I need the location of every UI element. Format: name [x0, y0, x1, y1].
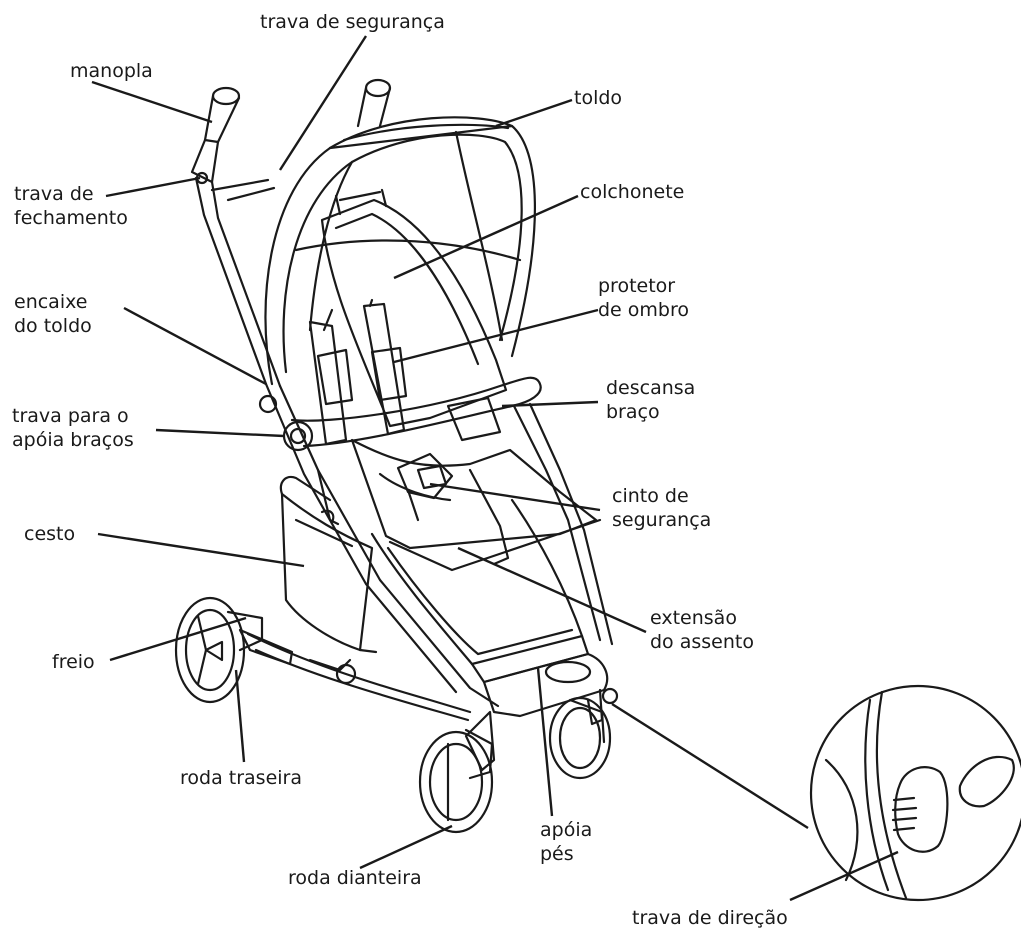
label-text-line-1: trava para o — [12, 404, 134, 428]
label-cesto: cesto — [24, 522, 75, 546]
label-text-line-1: apóia — [540, 818, 592, 842]
leader-roda-dianteira — [360, 826, 452, 868]
leader-roda-traseira — [236, 670, 244, 762]
label-encaixe-toldo: encaixe do toldo — [14, 290, 92, 338]
leader-extensao-assento — [458, 548, 646, 632]
shoulder-straps — [310, 300, 406, 444]
label-text: toldo — [574, 86, 622, 110]
label-roda-traseira: roda traseira — [180, 766, 302, 790]
label-text-line-1: protetor — [598, 274, 689, 298]
leader-cesto — [98, 534, 304, 566]
label-descansa-braco: descansa braço — [606, 376, 695, 424]
label-text-line-2: fechamento — [14, 206, 128, 230]
leader-toldo — [496, 100, 572, 126]
label-text-line-2: segurança — [612, 508, 711, 532]
label-text: roda dianteira — [288, 866, 422, 890]
label-cinto-seguranca: cinto de segurança — [612, 484, 711, 532]
label-text-line-1: descansa — [606, 376, 695, 400]
leader-trava-apoia-bracos — [156, 430, 284, 436]
leader-trava-seguranca — [280, 36, 366, 170]
label-extensao-assento: extensão do assento — [650, 606, 754, 654]
label-text-line-2: braço — [606, 400, 695, 424]
label-text-line-2: do assento — [650, 630, 754, 654]
label-trava-apoia-bracos: trava para o apóia braços — [12, 404, 134, 452]
label-apoia-pes: apóia pés — [540, 818, 592, 866]
leader-encaixe-toldo — [124, 308, 266, 384]
label-text-line-1: encaixe — [14, 290, 92, 314]
label-text-line-2: do toldo — [14, 314, 92, 338]
leader-protetor-ombro — [394, 310, 598, 362]
label-text: roda traseira — [180, 766, 302, 790]
label-text-line-1: trava de — [14, 182, 128, 206]
main-frame — [240, 384, 612, 720]
label-trava-direcao: trava de direção — [632, 906, 788, 930]
label-text: trava de direção — [632, 906, 788, 930]
label-text-line-2: apóia braços — [12, 428, 134, 452]
label-text: trava de segurança — [260, 10, 445, 34]
leader-freio — [110, 618, 246, 660]
leader-inset-to-lock — [612, 704, 808, 828]
label-text-line-1: extensão — [650, 606, 754, 630]
label-trava-fechamento: trava de fechamento — [14, 182, 128, 230]
label-protetor-ombro: protetor de ombro — [598, 274, 689, 322]
label-text: colchonete — [580, 180, 684, 204]
label-text: manopla — [70, 59, 153, 83]
label-text-line-2: pés — [540, 842, 592, 866]
front-wheel-right — [550, 698, 610, 778]
label-freio: freio — [52, 650, 95, 674]
label-text-line-1: cinto de — [612, 484, 711, 508]
label-text-line-2: de ombro — [598, 298, 689, 322]
front-wheel-left — [420, 730, 492, 832]
label-text: freio — [52, 650, 95, 674]
label-text: cesto — [24, 522, 75, 546]
leader-manopla — [92, 82, 212, 122]
label-toldo: toldo — [574, 86, 622, 110]
label-trava-seguranca: trava de segurança — [260, 10, 445, 34]
label-manopla: manopla — [70, 59, 153, 83]
direction-lock-inset — [811, 686, 1021, 900]
canopy — [265, 117, 534, 384]
label-colchonete: colchonete — [580, 180, 684, 204]
label-roda-dianteira: roda dianteira — [288, 866, 422, 890]
